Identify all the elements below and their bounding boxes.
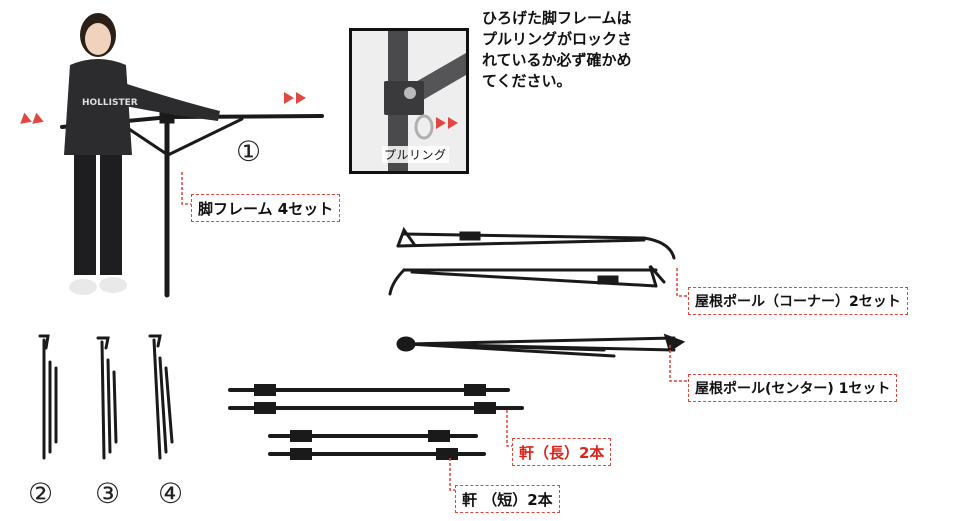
label-eave-short: 軒 （短）2本	[455, 485, 560, 513]
numeral-4: ④	[158, 477, 184, 510]
svg-text:HOLLISTER: HOLLISTER	[82, 98, 138, 108]
numeral-1: ①	[236, 135, 262, 168]
numeral-2: ②	[28, 477, 54, 510]
label-roof-pole-center: 屋根ポール(センター) 1セット	[688, 374, 898, 402]
pull-ring-closeup-photo: プルリング	[349, 28, 469, 174]
note-line: れているか必ず確かめ	[482, 51, 632, 69]
label-roof-pole-corner: 屋根ポール（コーナー）2セット	[688, 287, 908, 315]
right-arrow-icon	[284, 92, 306, 104]
folded-leg-frame-4-photo	[148, 334, 174, 460]
label-eave-long: 軒（長）2本	[512, 438, 612, 466]
left-arrow-icon	[20, 112, 44, 124]
person-with-leg-frame-photo: HOLLISTER	[60, 13, 324, 298]
note-line: てください。	[482, 72, 572, 90]
roof-pole-corner-photo	[388, 226, 676, 296]
leader-line-roof-center	[669, 345, 688, 382]
folded-leg-frame-3-photo	[96, 336, 118, 460]
eave-short-poles-photo	[268, 430, 486, 460]
note-line: ひろげた脚フレームは	[482, 9, 632, 27]
leader-line-eave-short	[449, 458, 460, 491]
roof-pole-center-photo	[396, 333, 686, 358]
pull-ring-note: ひろげた脚フレームは プルリングがロックさ れているか必ず確かめ てください。	[482, 8, 682, 92]
note-line: プルリングがロックさ	[482, 30, 633, 48]
label-leg-frame: 脚フレーム 4セット	[191, 194, 341, 222]
folded-leg-frame-2-photo	[38, 334, 58, 460]
inset-caption: プルリング	[382, 146, 449, 163]
eave-long-poles-photo	[228, 384, 524, 414]
leader-line-leg-frame	[181, 172, 194, 205]
numeral-3: ③	[95, 477, 121, 510]
leader-line-roof-corner	[676, 268, 689, 297]
